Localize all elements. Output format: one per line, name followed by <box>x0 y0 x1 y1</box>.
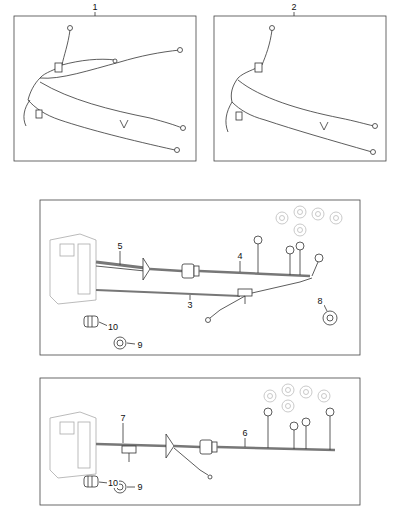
leader-line <box>99 251 327 344</box>
callout-number: 6 <box>241 429 248 438</box>
cable <box>96 258 312 323</box>
leader-line <box>95 12 96 16</box>
panel <box>14 16 196 161</box>
cable <box>96 434 335 479</box>
panel <box>214 16 386 161</box>
callout-number: 8 <box>316 297 323 306</box>
callout-number: 2 <box>290 3 297 12</box>
callout-number: 9 <box>136 483 143 492</box>
washer-9 <box>114 337 126 349</box>
lamp-cluster <box>50 234 96 304</box>
wiring-harness <box>226 26 378 155</box>
grommet <box>264 384 330 412</box>
connector-10 <box>84 316 98 327</box>
callout-number: 5 <box>116 242 123 251</box>
leader-line <box>99 423 245 487</box>
leader-line <box>294 12 295 16</box>
callout-number: 3 <box>186 301 193 310</box>
connector-10 <box>84 476 98 487</box>
part-8 <box>323 311 337 325</box>
wiring-harness <box>24 26 186 153</box>
callout-number: 10 <box>107 479 119 488</box>
callout-number: 9 <box>136 341 143 350</box>
callout-number: 1 <box>91 3 98 12</box>
grommet <box>276 206 342 236</box>
callout-number: 7 <box>119 414 126 423</box>
callout-number: 10 <box>107 323 119 332</box>
callout-number: 4 <box>236 252 243 261</box>
panel <box>40 200 360 355</box>
lamp-cluster <box>50 412 96 478</box>
panel <box>40 378 360 505</box>
ring-terminal <box>264 408 334 450</box>
ring-terminal <box>254 236 323 276</box>
